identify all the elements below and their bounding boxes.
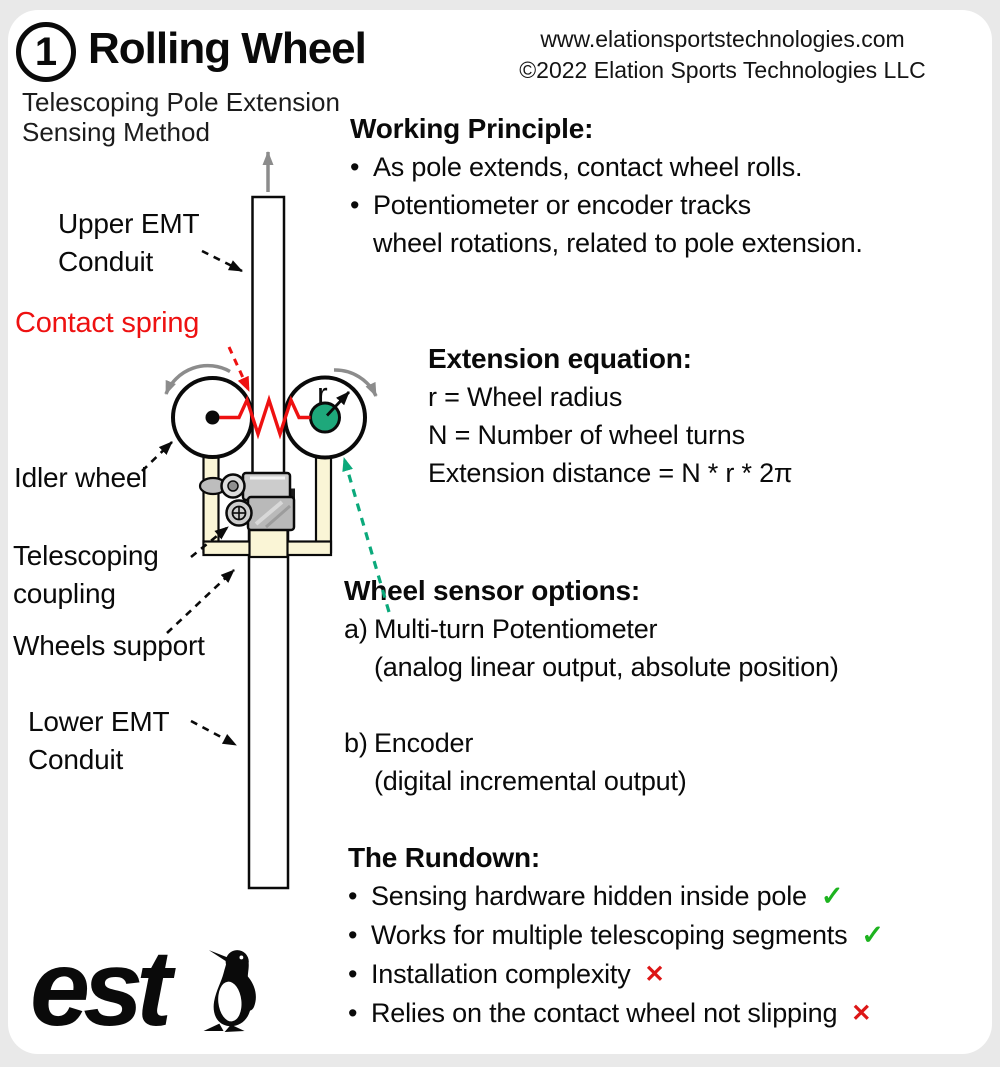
bullet-glyph: • [348,959,358,989]
option-name: Multi-turn Potentiometer [374,614,658,644]
rundown-heading: The Rundown: [348,842,541,873]
extension-equation-block: Extension equation: r = Wheel radius N =… [428,340,793,492]
rundown-block: The Rundown: • Sensing hardware hidden i… [348,838,884,1033]
check-icon: ✓ [861,920,884,950]
option-label: a) [344,614,368,644]
website-url: www.elationsportstechnologies.com [540,26,905,52]
rundown-item: • Works for multiple telescoping segment… [348,916,884,955]
bullet-text: As pole extends, contact wheel rolls. [373,152,803,182]
label-line: Conduit [58,246,154,277]
spacer [344,686,839,724]
subtitle-line-2: Sensing Method [22,117,210,147]
est-logo-text: est [30,927,172,1048]
working-principle-bullet-2-cont: wheel rotations, related to pole extensi… [373,228,863,258]
rundown-item: • Installation complexity ✕ [348,955,884,994]
page-title: Rolling Wheel [88,24,367,73]
label-telescoping-coupling: Telescoping coupling [13,537,159,613]
label-line: Conduit [28,744,124,775]
bullet-glyph: • [348,998,358,1028]
label-line: Telescoping [13,540,159,571]
option-name: Encoder [374,728,474,758]
cross-icon: ✕ [644,961,665,988]
site-info: www.elationsportstechnologies.com ©2022 … [455,24,990,86]
rundown-item: • Sensing hardware hidden inside pole ✓ [348,877,884,916]
rundown-item-text: Works for multiple telescoping segments [371,920,848,950]
rundown-item-text: Installation complexity [371,959,631,989]
rundown-item-text: Sensing hardware hidden inside pole [371,881,807,911]
label-line: Lower EMT [28,706,170,737]
sensor-option-a: a) Multi-turn Potentiometer [344,610,839,648]
label-contact-spring: Contact spring [15,307,200,339]
label-lower-emt-conduit: Lower EMT Conduit [28,703,170,779]
check-icon: ✓ [820,881,844,911]
equation-line-n: N = Number of wheel turns [428,420,745,450]
subtitle-line-1: Telescoping Pole Extension [22,87,340,117]
label-idler-wheel: Idler wheel [14,462,148,493]
extension-equation-heading: Extension equation: [428,343,692,374]
label-wheels-support: Wheels support [13,630,205,661]
copyright-line: ©2022 Elation Sports Technologies LLC [519,57,926,83]
option-label: b) [344,728,368,758]
bullet-glyph: • [348,920,358,950]
bullet-glyph: • [350,190,360,220]
sensor-option-a-detail: (analog linear output, absolute position… [374,652,839,682]
sensor-options-block: Wheel sensor options: a) Multi-turn Pote… [344,572,839,800]
equation-line-distance: Extension distance = N * r * 2π [428,458,793,488]
penguin-icon [203,950,256,1032]
bullet-glyph: • [350,152,360,182]
label-line: Upper EMT [58,208,200,239]
working-principle-bullet-1: • As pole extends, contact wheel rolls. [350,148,863,186]
working-principle-bullet-2: • Potentiometer or encoder tracks [350,186,863,224]
rundown-item: • Relies on the contact wheel not slippi… [348,994,884,1033]
rundown-item-text: Relies on the contact wheel not slipping [371,998,838,1028]
working-principle-block: Working Principle: • As pole extends, co… [350,110,863,262]
working-principle-heading: Working Principle: [350,113,594,144]
cross-icon: ✕ [851,1000,872,1027]
bullet-text: Potentiometer or encoder tracks [373,190,751,220]
label-upper-emt-conduit: Upper EMT Conduit [58,205,200,281]
bullet-glyph: • [348,881,358,911]
sensor-option-b: b) Encoder [344,724,839,762]
equation-line-r: r = Wheel radius [428,382,623,412]
card-background [8,10,992,1054]
sensor-options-heading: Wheel sensor options: [344,575,641,606]
label-line: coupling [13,578,116,609]
step-number-badge: 1 [16,22,76,82]
sensor-option-b-detail: (digital incremental output) [374,766,687,796]
page-subtitle: Telescoping Pole Extension Sensing Metho… [22,87,340,147]
